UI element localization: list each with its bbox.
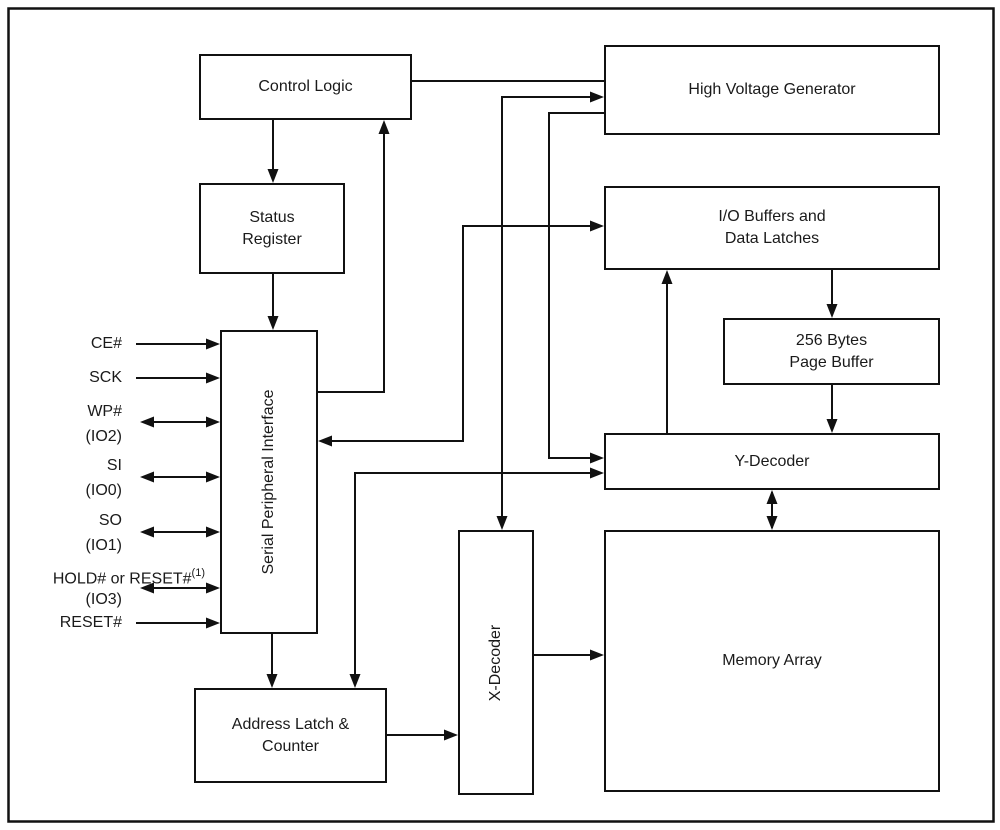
block-io-buffers-data-latches: I/O Buffers and Data Latches (604, 186, 940, 270)
arrow-signal-so (140, 526, 220, 538)
io-buffers-label-line2: Data Latches (724, 230, 820, 247)
block-page-buffer: 256 Bytes Page Buffer (723, 318, 940, 385)
signal-label-hold-reset: HOLD# or RESET#(1) (20, 564, 205, 589)
spi-label: Serial Peripheral Interface (260, 389, 277, 575)
y-decoder-label: Y-Decoder (734, 452, 810, 470)
status-register-label-line1: Status (249, 208, 295, 226)
io-buffers-label-line1: I/O Buffers and (718, 208, 826, 225)
block-serial-peripheral-interface: Serial Peripheral Interface (220, 330, 318, 634)
signal-label-hold-io3: (IO3) (85, 591, 122, 608)
arrow-address-latch-to-x-decoder (387, 729, 458, 741)
block-y-decoder: Y-Decoder (604, 433, 940, 490)
block-status-register: Status Register (199, 183, 345, 274)
x-decoder-label: X-Decoder (487, 624, 504, 701)
hvg-label: High Voltage Generator (688, 81, 856, 98)
block-address-latch-counter: Address Latch & Counter (194, 688, 387, 783)
arrow-signal-si (140, 471, 220, 483)
hold-reset-text: HOLD# or RESET# (52, 570, 192, 588)
block-control-logic: Control Logic (199, 54, 412, 120)
block-x-decoder: X-Decoder (458, 530, 534, 795)
signal-label-reset: RESET# (59, 614, 122, 631)
arrow-page-buffer-to-y-decoder (826, 385, 838, 433)
arrow-branch-to-y-decoder-and-address-latch (349, 467, 604, 688)
arrow-spi-io-buffers-bidirectional (318, 220, 604, 447)
signal-label-wp-io2: (IO2) (85, 428, 122, 445)
signal-label-so: SO (98, 512, 122, 529)
memory-array-label: Memory Array (722, 652, 822, 669)
signal-label-si-io0: (IO0) (85, 482, 122, 499)
block-memory-array: Memory Array (604, 530, 940, 792)
signal-label-so-io1: (IO1) (85, 537, 122, 554)
diagram-border (7, 7, 995, 823)
page-buffer-label-line1: 256 Bytes (795, 331, 868, 349)
address-latch-label-line1: Address Latch & (231, 715, 350, 733)
arrow-signal-hold-reset (140, 582, 220, 594)
arrow-signal-wp (140, 416, 220, 428)
arrow-io-buffers-to-page-buffer (826, 270, 838, 318)
arrow-spi-to-address-latch (266, 633, 278, 688)
signal-label-si: SI (106, 457, 122, 474)
control-logic-label: Control Logic (258, 78, 353, 95)
arrow-spi-to-control-logic (318, 120, 390, 393)
signal-label-sck: SCK (89, 369, 122, 386)
arrow-signal-ce (136, 338, 220, 350)
signal-label-ce: CE# (90, 335, 122, 352)
arrow-control-logic-to-status-register (267, 120, 279, 183)
hold-reset-footnote: (1) (191, 567, 205, 579)
arrow-y-decoder-to-io-buffers (661, 270, 673, 433)
block-high-voltage-generator: High Voltage Generator (604, 45, 940, 135)
arrow-signal-sck (136, 372, 220, 384)
arrow-signal-reset (136, 617, 220, 629)
line-hvg-to-y-decoder (548, 112, 604, 464)
page-buffer-label-line2: Page Buffer (789, 353, 874, 371)
address-latch-label-line2: Counter (262, 737, 319, 755)
arrow-bus-to-hvg-and-x-decoder (496, 91, 604, 530)
signal-label-wp: WP# (87, 403, 122, 420)
arrow-y-decoder-memory-array-bidirectional (766, 490, 778, 530)
arrow-status-register-to-spi (267, 274, 279, 330)
arrow-x-decoder-to-memory-array (534, 649, 604, 661)
status-register-label-line2: Register (242, 230, 302, 248)
